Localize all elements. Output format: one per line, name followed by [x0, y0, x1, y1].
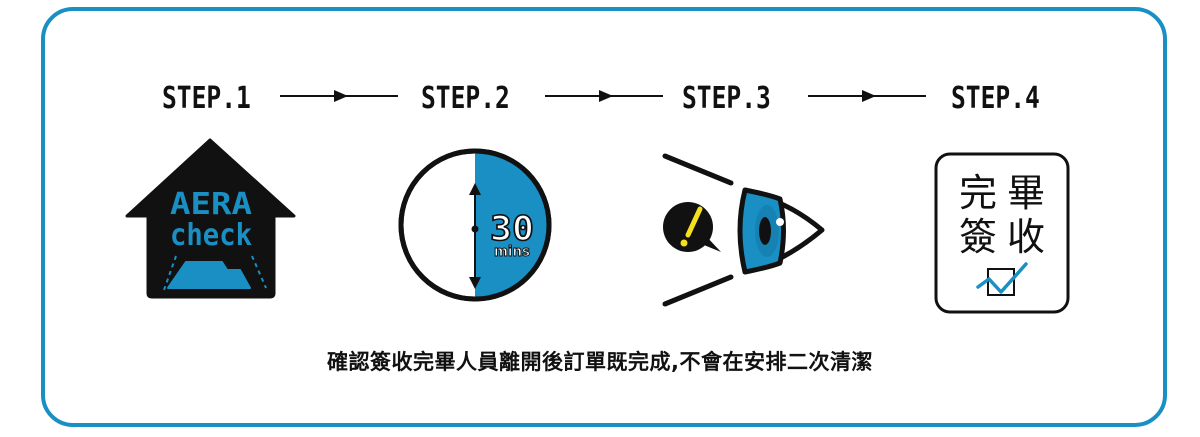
house-icon: AERA check — [125, 138, 296, 299]
signed-off-checkbox-icon: 完 畢 簽 收 — [934, 152, 1070, 314]
checkbox-checked-icon — [976, 262, 1028, 296]
card-char-1: 完 — [959, 171, 997, 215]
card-char-2: 畢 — [1007, 171, 1045, 215]
eye-icon — [737, 187, 825, 275]
timer-unit-text: mins — [494, 244, 530, 260]
step-1-label: STEP.1 — [162, 81, 251, 116]
eye-inspection-icon — [662, 153, 825, 307]
house-subtitle-text: check — [170, 218, 252, 253]
step-4-label: STEP.4 — [951, 81, 1040, 116]
step-2-label: STEP.2 — [421, 81, 510, 116]
arrow-right-icon — [808, 90, 926, 102]
alert-bubble-icon — [663, 202, 721, 252]
card-char-4: 收 — [1007, 215, 1045, 259]
timer-minutes-value: 30 — [490, 209, 534, 249]
rounded-border-frame — [41, 7, 1167, 427]
house-title-text: AERA — [170, 187, 252, 222]
process-caption: 確認簽收完畢人員離開後訂單既完成,不會在安排二次清潔 — [327, 350, 873, 374]
timer-icon: 30 mins — [398, 148, 552, 302]
arrow-right-icon — [545, 90, 663, 102]
step-3-label: STEP.3 — [682, 81, 771, 116]
arrow-right-icon — [280, 90, 398, 102]
card-char-3: 簽 — [959, 215, 997, 259]
